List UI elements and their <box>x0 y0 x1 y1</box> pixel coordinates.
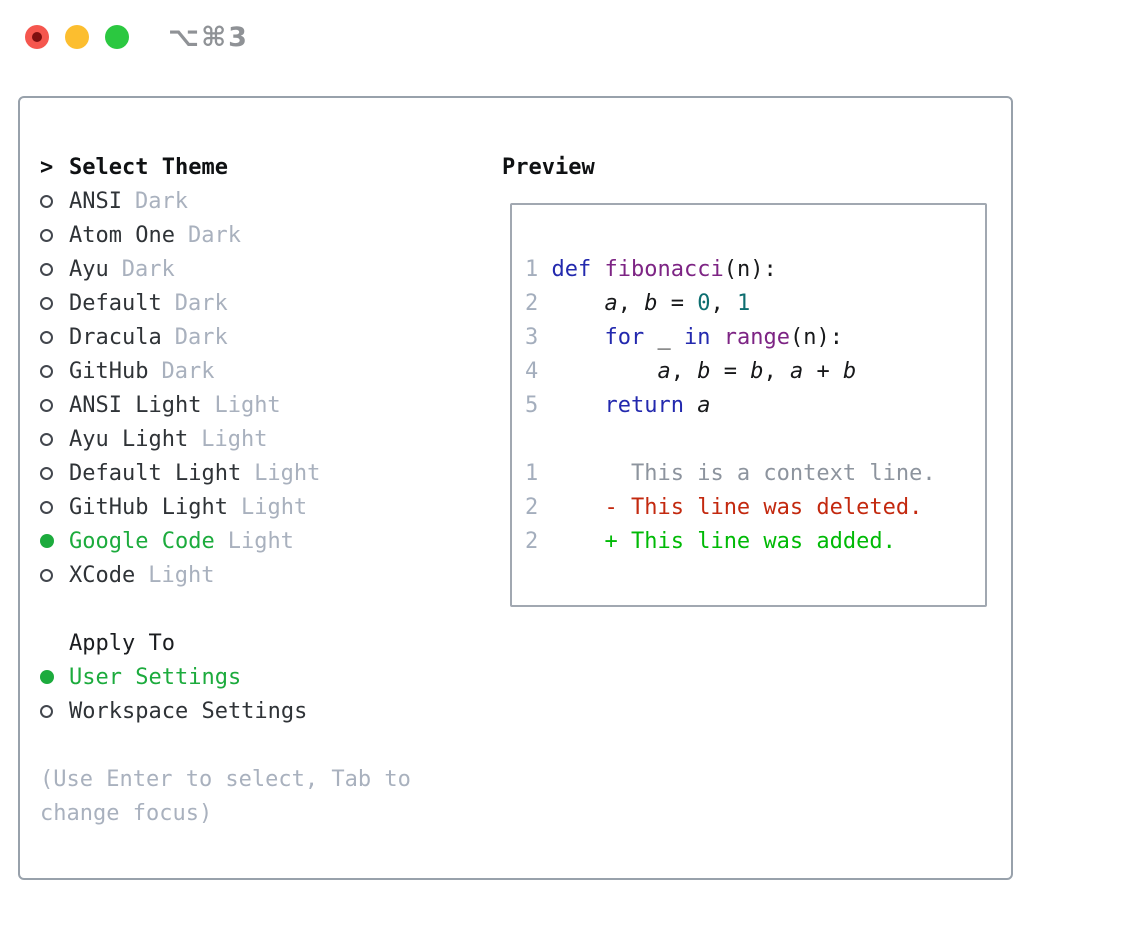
theme-name: ANSI <box>69 188 122 214</box>
theme-variant: Dark <box>121 256 175 282</box>
theme-option[interactable]: Ayu Dark <box>40 252 492 286</box>
theme-option[interactable]: Dracula Dark <box>40 320 492 354</box>
code-line: 1 This is a context line. <box>525 461 936 486</box>
radio-circle-icon <box>40 296 53 310</box>
theme-option[interactable]: GitHub Dark <box>40 354 492 388</box>
theme-variant: Dark <box>187 222 241 248</box>
close-button[interactable] <box>25 25 49 49</box>
theme-option[interactable]: Default Light Light <box>40 456 492 490</box>
apply-option-label: User Settings <box>69 664 242 690</box>
theme-variant: Light <box>254 460 321 486</box>
code-line <box>525 423 985 457</box>
theme-variant: Dark <box>161 358 215 384</box>
theme-list: > Select Theme ANSI Dark Atom One Dark A… <box>40 150 492 830</box>
theme-selector-panel: > Select Theme ANSI Dark Atom One Dark A… <box>18 96 1013 880</box>
radio-circle-icon <box>40 466 53 480</box>
radio-circle-icon <box>40 398 53 412</box>
theme-variant: Light <box>240 494 308 520</box>
theme-option[interactable]: GitHub Light Light <box>40 490 492 524</box>
theme-variant: Light <box>148 562 215 588</box>
radio-circle-icon <box>40 194 53 208</box>
theme-name: Google Code <box>69 528 215 554</box>
theme-name: Ayu Light <box>69 426 189 452</box>
theme-name: Default <box>69 290 162 316</box>
theme-name: GitHub Light <box>69 494 228 520</box>
radio-circle-icon <box>40 262 53 276</box>
theme-variant: Dark <box>174 290 228 316</box>
focus-caret-icon: > <box>40 154 54 180</box>
theme-name: Default Light <box>69 460 242 486</box>
select-theme-title: Select Theme <box>69 154 228 180</box>
radio-circle-icon <box>40 432 53 446</box>
theme-variant: Light <box>214 392 281 418</box>
code-line: 3 for _ in range(n): <box>525 325 843 350</box>
code-line: 5 return a <box>525 393 711 418</box>
theme-name: ANSI Light <box>69 392 202 418</box>
window-shortcut-label: ⌥⌘3 <box>168 22 249 53</box>
code-line: 4 a, b = b, a + b <box>525 359 857 384</box>
theme-variant: Light <box>201 426 268 452</box>
radio-circle-icon <box>40 228 53 242</box>
radio-circle-icon <box>40 670 54 684</box>
traffic-lights <box>25 25 129 49</box>
theme-option[interactable]: Default Dark <box>40 286 492 320</box>
radio-circle-icon <box>40 330 53 344</box>
theme-name: Atom One <box>69 222 175 248</box>
code-line: 2 - This line was deleted. <box>525 495 923 520</box>
help-text-line: (Use Enter to select, Tab to <box>40 766 411 792</box>
window-titlebar: ⌥⌘3 <box>0 0 1140 74</box>
theme-name: Ayu <box>69 256 109 282</box>
code-line: 2 + This line was added. <box>525 529 896 554</box>
code-line: 1 def fibonacci(n): <box>525 257 777 282</box>
theme-variant: Light <box>227 528 294 554</box>
zoom-button[interactable] <box>105 25 129 49</box>
apply-option-workspace-settings[interactable]: Workspace Settings <box>40 694 492 728</box>
theme-option[interactable]: Atom One Dark <box>40 218 492 252</box>
radio-circle-icon <box>40 704 53 718</box>
radio-circle-icon <box>40 500 53 514</box>
code-line: 2 a, b = 0, 1 <box>525 291 751 316</box>
apply-option-user-settings[interactable]: User Settings <box>40 660 492 694</box>
help-text-line: change focus) <box>40 800 213 826</box>
theme-option[interactable]: ANSI Dark <box>40 184 492 218</box>
theme-variant: Dark <box>174 324 228 350</box>
theme-name: Dracula <box>69 324 162 350</box>
section-gap <box>40 592 492 626</box>
radio-circle-icon <box>40 364 53 378</box>
theme-variant: Dark <box>134 188 188 214</box>
theme-option[interactable]: Ayu Light Light <box>40 422 492 456</box>
apply-to-header: Apply To <box>69 630 175 656</box>
theme-option[interactable]: Google Code Light <box>40 524 492 558</box>
radio-circle-icon <box>40 534 54 548</box>
apply-option-label: Workspace Settings <box>69 698 308 724</box>
theme-name: XCode <box>69 562 136 588</box>
section-gap <box>40 728 492 762</box>
theme-option[interactable]: ANSI Light Light <box>40 388 492 422</box>
minimize-button[interactable] <box>65 25 89 49</box>
preview-title: Preview <box>502 154 595 180</box>
radio-circle-icon <box>40 568 53 582</box>
preview-code: 1 def fibonacci(n): 2 a, b = 0, 1 3 for _ … <box>510 203 987 607</box>
theme-name: GitHub <box>69 358 149 384</box>
theme-option[interactable]: XCode Light <box>40 558 492 592</box>
select-theme-header: > Select Theme <box>40 150 492 184</box>
